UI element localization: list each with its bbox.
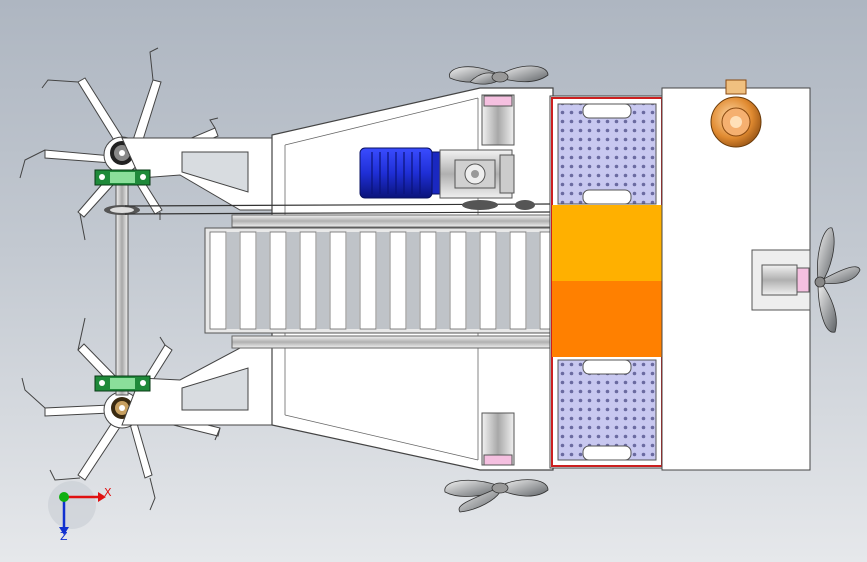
gearbox — [439, 149, 515, 199]
lower-thruster — [444, 412, 549, 513]
upper-bearing — [94, 169, 151, 186]
conveyor-belt — [204, 227, 571, 334]
rear-propeller-motor — [751, 249, 811, 311]
electric-motor — [359, 147, 441, 199]
rear-propeller — [814, 227, 861, 333]
x-axis-label: X — [104, 486, 112, 499]
orange-panel-lower — [552, 281, 662, 357]
z-axis-label: Z — [60, 530, 68, 543]
conveyor-bottom-roller — [231, 335, 553, 349]
upper-thruster — [449, 65, 549, 146]
conveyor-top-roller — [231, 214, 553, 228]
lower-mesh-tray — [557, 359, 657, 461]
gearbox-pulley — [462, 200, 535, 210]
upper-mesh-tray — [557, 103, 657, 205]
shaft-pulley — [104, 205, 140, 215]
water-pump — [710, 79, 762, 148]
collection-bin — [549, 95, 666, 469]
orange-panel-upper — [552, 205, 662, 281]
coordinate-triad — [48, 481, 106, 535]
lower-bearing — [94, 375, 151, 392]
